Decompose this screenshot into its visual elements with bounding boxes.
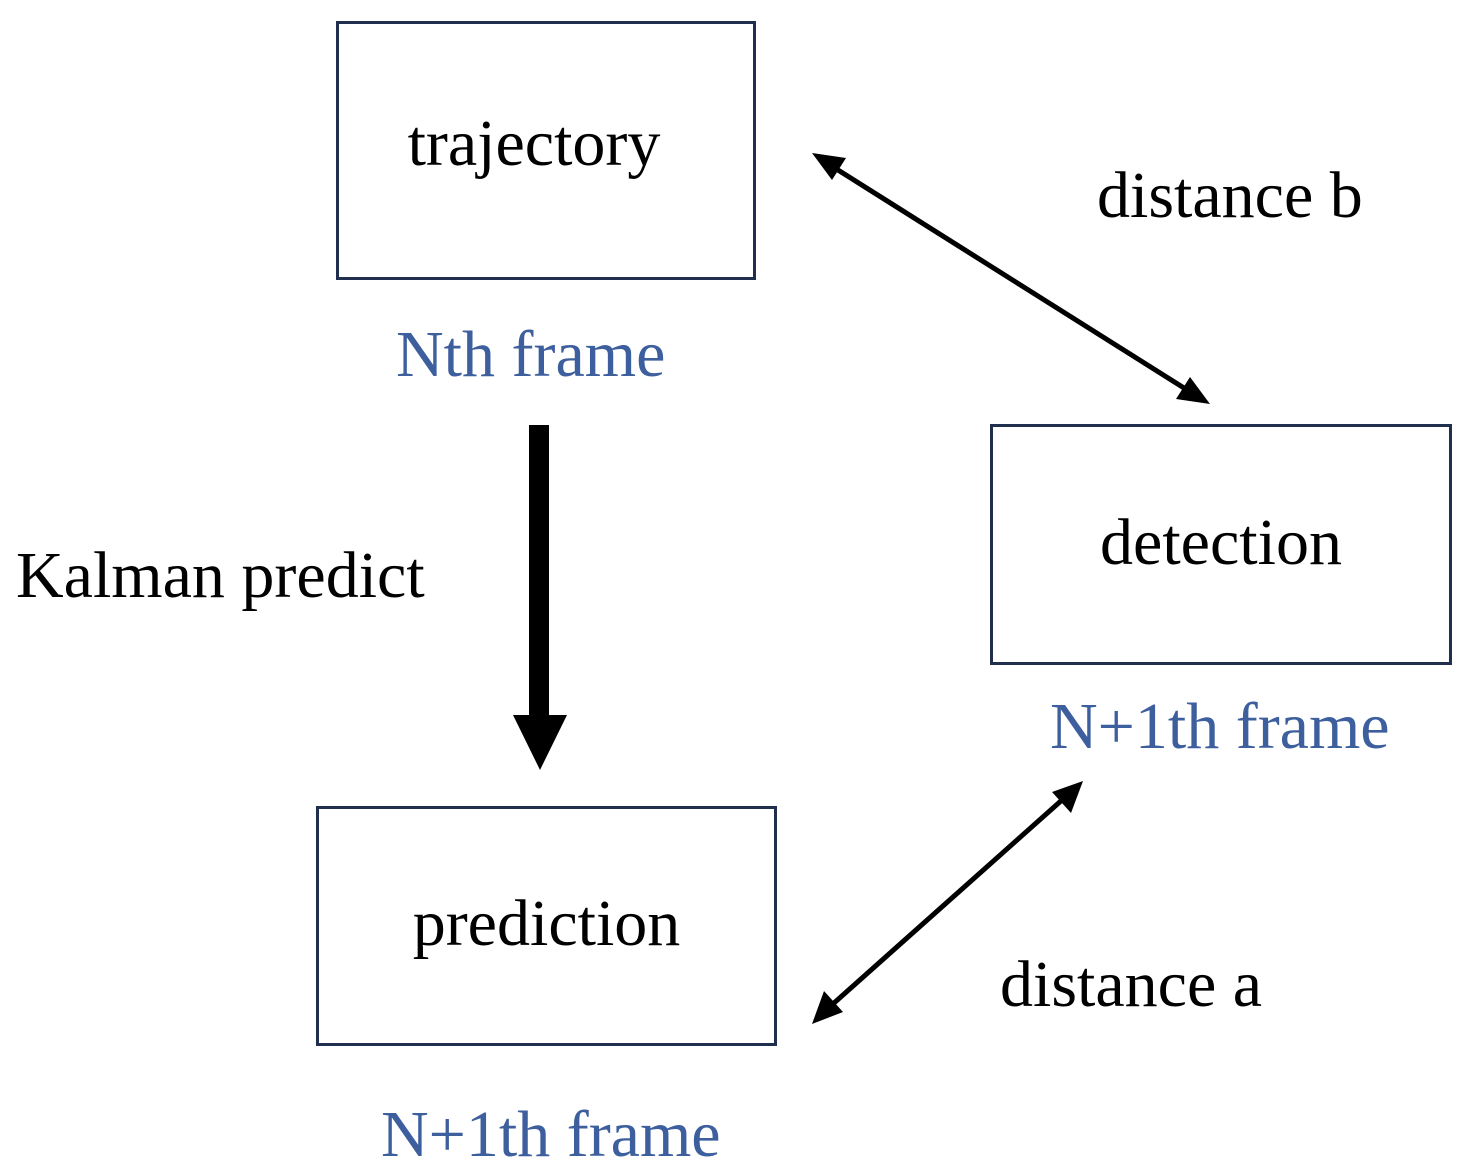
detection-box: detection	[990, 424, 1452, 665]
distance-b-label: distance b	[1097, 159, 1363, 232]
detection-frame-label: N+1th frame	[1050, 690, 1390, 763]
kalman-predict-label: Kalman predict	[16, 539, 425, 612]
detection-label: detection	[1100, 505, 1342, 579]
distance-b-arrow	[812, 153, 1210, 404]
trajectory-frame-label: Nth frame	[396, 318, 666, 391]
distance-a-arrow	[812, 781, 1083, 1024]
trajectory-label: trajectory	[407, 106, 661, 180]
prediction-box: prediction	[316, 806, 777, 1046]
prediction-label: prediction	[412, 887, 681, 960]
kalman-predict-arrow	[513, 425, 567, 770]
prediction-frame-label: N+1th frame	[381, 1098, 721, 1171]
distance-a-label: distance a	[1000, 948, 1263, 1021]
trajectory-box: trajectory	[336, 21, 756, 280]
